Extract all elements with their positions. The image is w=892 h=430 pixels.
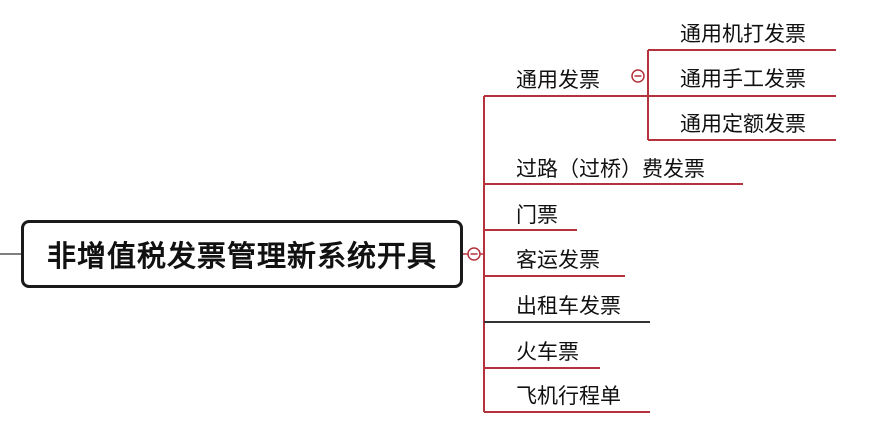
root-node-label: 非增值税发票管理新系统开具 — [46, 239, 437, 273]
branch-node-passenger-invoice[interactable]: 客运发票 — [516, 248, 600, 272]
branch-node-toll-invoice[interactable]: 过路（过桥）费发票 — [516, 157, 705, 181]
branch-node-taxi-invoice[interactable]: 出租车发票 — [516, 294, 621, 318]
sub-node-fixed-invoice[interactable]: 通用定额发票 — [680, 112, 806, 136]
sub-node-manual-invoice[interactable]: 通用手工发票 — [680, 67, 806, 91]
sub-node-machine-invoice[interactable]: 通用机打发票 — [680, 22, 806, 46]
branch-node-train-ticket[interactable]: 火车票 — [516, 340, 579, 364]
root-node[interactable]: 非增值税发票管理新系统开具 — [21, 220, 463, 288]
branch-node-ticket[interactable]: 门票 — [516, 203, 558, 227]
branch-node-flight-itinerary[interactable]: 飞机行程单 — [516, 384, 621, 408]
branch-node-general-invoice[interactable]: 通用发票 — [516, 68, 600, 92]
